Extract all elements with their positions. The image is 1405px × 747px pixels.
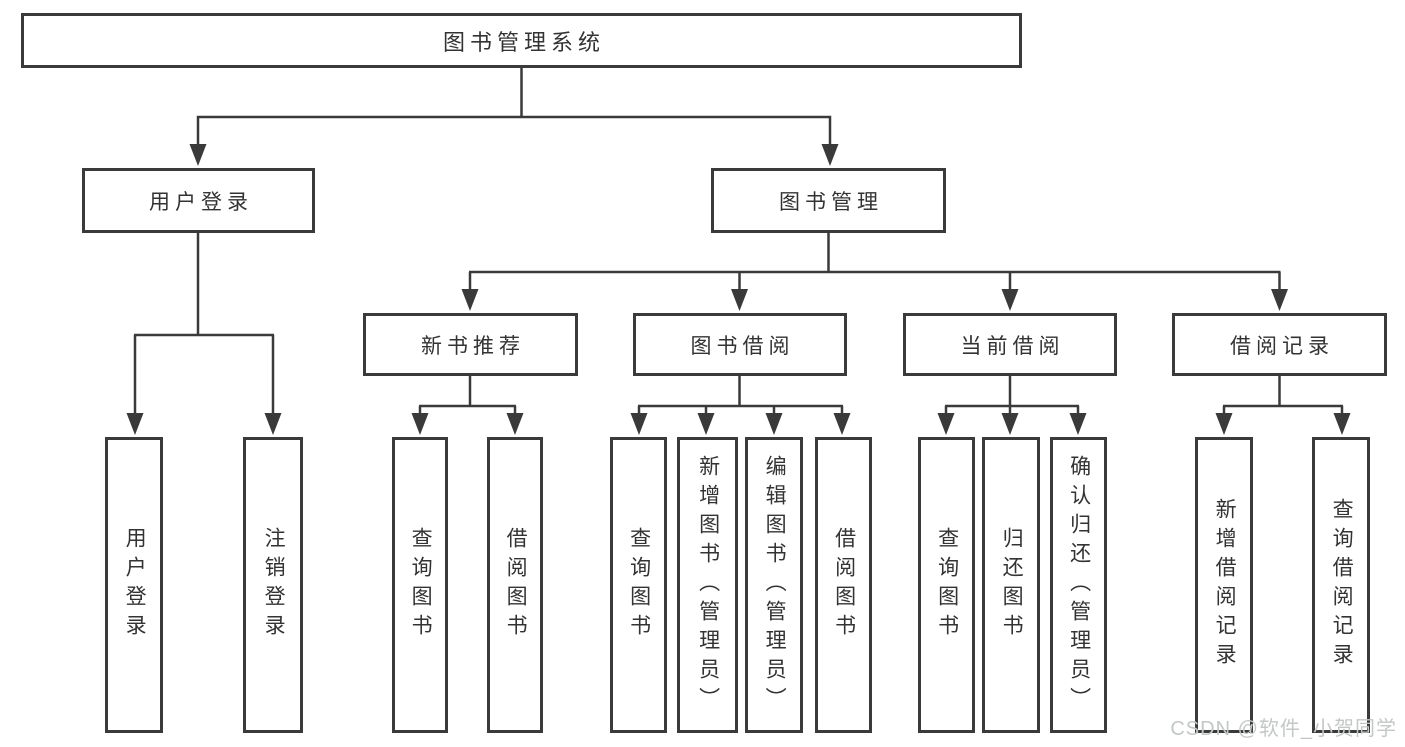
leaf-newbook-borrow-book: 借阅图书 (487, 437, 543, 733)
node-borrowing-records-label: 借阅记录 (1230, 334, 1334, 358)
leaf-user-login-label: 用户登录 (123, 527, 147, 643)
node-root-label: 图书管理系统 (442, 29, 605, 55)
arrowheads (126, 144, 1351, 435)
node-borrowing-records: 借阅记录 (1172, 313, 1387, 376)
leaf-current-query-book-label: 查询图书 (935, 527, 959, 643)
leaf-add-book-admin-label: 新增图书（管理员） (696, 454, 720, 716)
node-new-book-recommend: 新书推荐 (363, 313, 578, 376)
node-book-borrowing: 图书借阅 (633, 313, 847, 376)
node-book-borrowing-label: 图书借阅 (690, 334, 795, 358)
node-user-login: 用户登录 (82, 168, 315, 233)
leaf-logout-label: 注销登录 (262, 527, 286, 643)
tree-edge-lines (133, 68, 1344, 416)
leaf-add-book-admin: 新增图书（管理员） (677, 437, 738, 733)
node-current-borrowing: 当前借阅 (903, 313, 1117, 376)
leaf-edit-book-admin: 编辑图书（管理员） (745, 437, 803, 733)
leaf-user-login: 用户登录 (105, 437, 163, 733)
node-current-borrowing-label: 当前借阅 (960, 334, 1065, 358)
node-root: 图书管理系统 (21, 13, 1022, 68)
node-user-login-label: 用户登录 (149, 190, 253, 214)
leaf-borrowing-borrow-book: 借阅图书 (815, 437, 872, 733)
leaf-add-borrow-record: 新增借阅记录 (1195, 437, 1253, 733)
leaf-borrowing-borrow-book-label: 借阅图书 (832, 527, 856, 643)
leaf-return-book: 归还图书 (982, 437, 1040, 733)
leaf-confirm-return-admin: 确认归还（管理员） (1050, 437, 1107, 733)
leaf-current-query-book: 查询图书 (918, 437, 975, 733)
leaf-borrowing-query-book: 查询图书 (610, 437, 667, 733)
leaf-confirm-return-admin-label: 确认归还（管理员） (1067, 454, 1091, 716)
leaf-logout: 注销登录 (243, 437, 303, 733)
node-book-management-label: 图书管理 (779, 190, 883, 214)
leaf-edit-book-admin-label: 编辑图书（管理员） (763, 454, 787, 716)
csdn-watermark: CSDN @软件_小贺同学 (1170, 718, 1397, 740)
leaf-newbook-query-book: 查询图书 (392, 437, 448, 733)
leaf-query-borrow-record: 查询借阅记录 (1312, 437, 1370, 733)
leaf-newbook-borrow-book-label: 借阅图书 (504, 527, 528, 643)
leaf-newbook-query-book-label: 查询图书 (409, 527, 433, 643)
leaf-add-borrow-record-label: 新增借阅记录 (1213, 498, 1237, 672)
leaf-query-borrow-record-label: 查询借阅记录 (1330, 498, 1354, 672)
leaf-borrowing-query-book-label: 查询图书 (627, 527, 651, 643)
node-new-book-recommend-label: 新书推荐 (421, 334, 525, 358)
node-book-management: 图书管理 (711, 168, 946, 233)
leaf-return-book-label: 归还图书 (1000, 527, 1024, 643)
